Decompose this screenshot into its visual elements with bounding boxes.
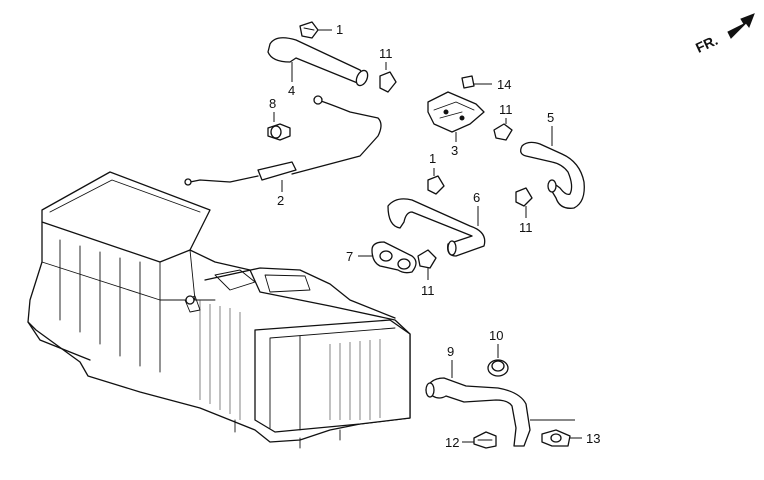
callout-6: 6 [473, 190, 480, 205]
callout-7: 7 [346, 249, 353, 264]
callout-8: 8 [269, 96, 276, 111]
callout-1: 1 [336, 22, 343, 37]
hose-clamp-12: 12 [445, 431, 497, 450]
grommet-10: 10 [487, 328, 509, 377]
hose-clamp-13: 13 [541, 429, 600, 447]
callout-11: 11 [519, 220, 533, 235]
front-direction-indicator: FR. [693, 13, 755, 56]
hose-clamp-1-middle: 1 [427, 151, 445, 195]
thermo-sensor-cable-2: 2 [184, 95, 382, 208]
hose-5: 5 [520, 110, 585, 209]
hose-clamp-11-c: 11 [515, 187, 533, 235]
callout-2: 2 [277, 193, 284, 208]
clip-14: 14 [461, 75, 511, 92]
hose-6: 6 [387, 190, 486, 257]
callout-5: 5 [547, 110, 554, 125]
hose-clamp-1-upper: 1 [299, 21, 343, 39]
callout-11: 11 [499, 102, 513, 117]
callout-14: 14 [497, 77, 511, 92]
hose-clamp-11-d: 11 [417, 249, 437, 298]
valve-assembly-3: 3 [427, 91, 485, 158]
grommet-8: 8 [267, 96, 291, 141]
callout-11: 11 [421, 283, 435, 298]
callout-10: 10 [489, 328, 503, 343]
front-direction-label: FR. [693, 32, 720, 56]
callout-3: 3 [451, 143, 458, 158]
hose-clamp-11-b: 11 [493, 102, 513, 141]
seal-7: 7 [346, 241, 417, 274]
heater-unit-housing [27, 171, 411, 449]
callout-11: 11 [379, 46, 393, 61]
hose-4: 4 [267, 37, 369, 98]
hose-9: 9 [425, 344, 575, 447]
arrow-icon [727, 13, 755, 39]
callout-1: 1 [429, 151, 436, 166]
callout-12: 12 [445, 435, 459, 450]
callout-4: 4 [288, 83, 295, 98]
callout-9: 9 [447, 344, 454, 359]
hose-clamp-11-a: 11 [379, 46, 397, 93]
callout-13: 13 [586, 431, 600, 446]
